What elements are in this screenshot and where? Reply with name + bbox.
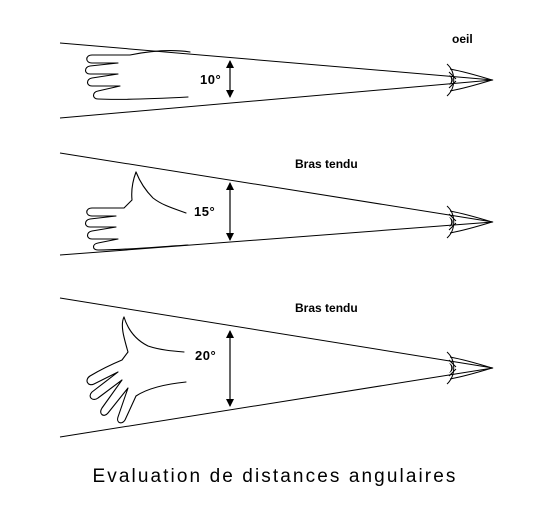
- eye-icon: [446, 351, 494, 385]
- lower-sight-line: [59, 79, 494, 119]
- panel-20-degrees: 20° Bras tendu: [59, 297, 494, 438]
- panel-15-degrees: 15° Bras tendu: [59, 152, 494, 256]
- angle-label: 10°: [200, 72, 221, 87]
- upper-sight-line: [59, 297, 494, 369]
- arm-extended-note: Bras tendu: [295, 301, 358, 315]
- arm-extended-note: Bras tendu: [295, 157, 358, 171]
- upper-sight-line: [59, 42, 494, 81]
- lower-sight-line: [59, 367, 494, 438]
- lower-sight-line: [59, 221, 494, 256]
- angle-label: 20°: [195, 348, 216, 363]
- figure-caption: Evaluation de distances angulaires: [92, 466, 458, 487]
- hand-outline: [84, 171, 189, 251]
- eye-icon: [446, 205, 494, 239]
- angle-label: 15°: [194, 204, 215, 219]
- hand-outline: [86, 316, 187, 424]
- upper-sight-line: [59, 152, 494, 223]
- eye-icon: [446, 63, 494, 97]
- panel-10-degrees: 10° oeil: [59, 32, 494, 119]
- eye-label: oeil: [452, 32, 473, 46]
- hand-outline: [84, 50, 191, 100]
